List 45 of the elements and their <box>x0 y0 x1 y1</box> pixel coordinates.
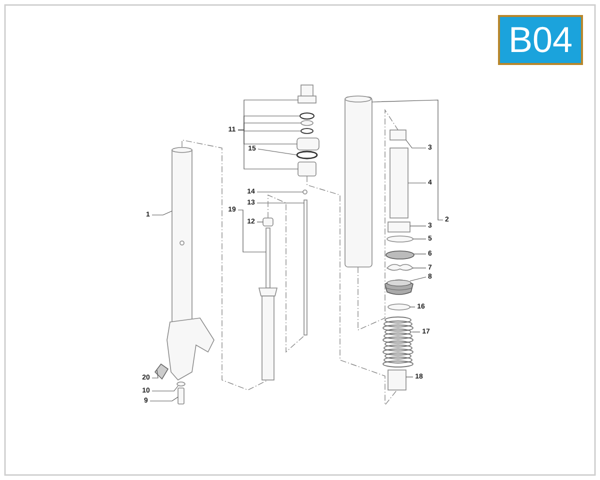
cartridge-drawing <box>258 228 278 380</box>
leader-line <box>372 100 444 220</box>
washer <box>300 120 314 126</box>
leader-line <box>412 238 426 240</box>
bushing <box>388 222 410 232</box>
seal-ring <box>296 150 318 160</box>
leader-line <box>238 210 266 252</box>
leader-line <box>152 370 158 378</box>
ring <box>302 190 308 194</box>
clip-drawing <box>386 264 414 271</box>
spring-drawing <box>382 316 414 368</box>
fork-leg-drawing <box>166 147 214 380</box>
washer <box>388 304 410 310</box>
leader-line <box>152 210 172 216</box>
assembly-line <box>182 140 268 390</box>
dust-cap-drawing <box>384 280 414 295</box>
o-ring <box>300 112 314 120</box>
spacer <box>388 370 406 390</box>
bushing <box>298 162 316 176</box>
outer-tube-drawing <box>344 96 372 268</box>
leader-line <box>258 148 298 156</box>
washer <box>300 128 314 134</box>
leader-line <box>152 386 178 392</box>
leader-line <box>410 306 416 308</box>
leader-line <box>410 276 426 282</box>
leader-line <box>406 140 426 148</box>
washer <box>386 236 414 242</box>
nut <box>262 218 274 226</box>
washer <box>176 382 186 386</box>
leader-line <box>406 376 414 378</box>
inner-tube <box>390 148 408 218</box>
leader-line <box>408 182 426 184</box>
assembly-line <box>306 176 398 406</box>
bolt <box>178 388 184 404</box>
cap-drawing <box>298 84 316 104</box>
assembly-line <box>268 194 306 353</box>
pad-drawing <box>154 363 169 380</box>
bushing <box>390 130 406 140</box>
assembly-line <box>358 108 398 331</box>
nut <box>296 138 320 150</box>
section-badge: B04 <box>498 15 583 65</box>
leader-line <box>256 202 304 204</box>
rod <box>304 200 308 336</box>
leader-line <box>150 396 178 402</box>
seal <box>386 250 414 260</box>
